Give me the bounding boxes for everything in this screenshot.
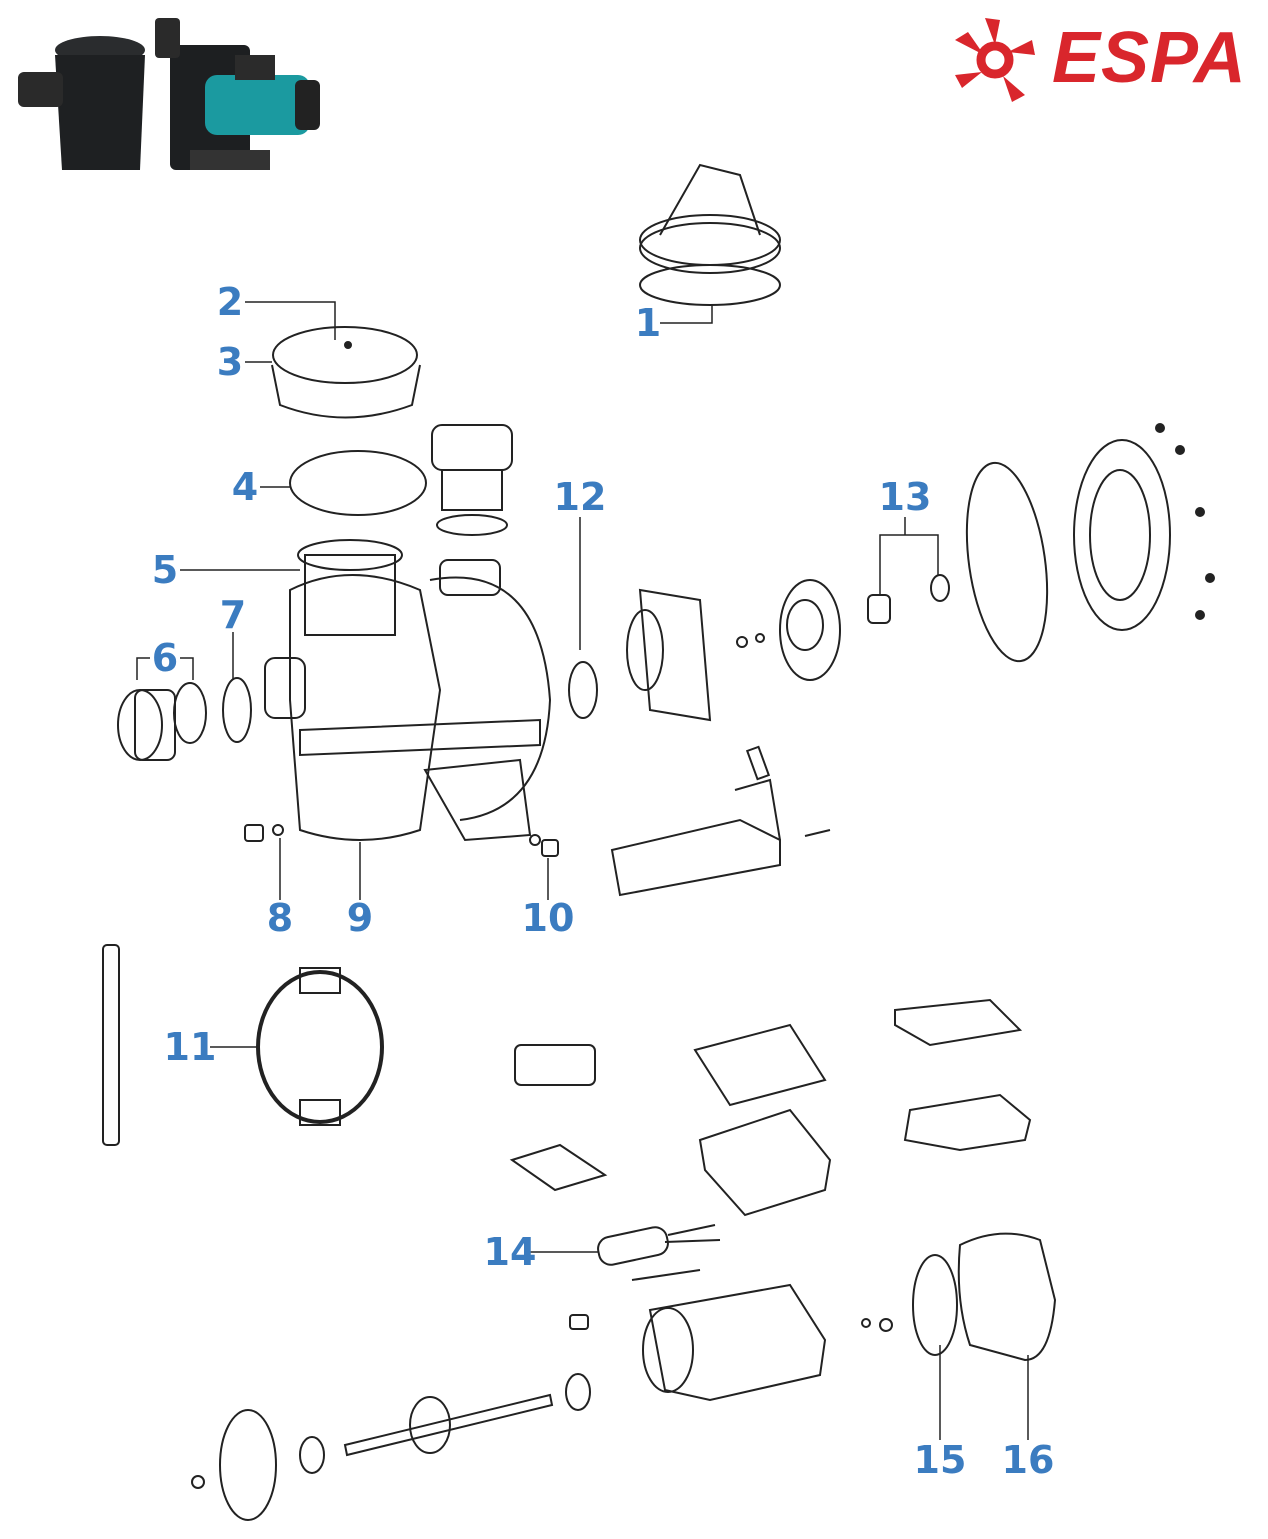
part-label-2: 2 <box>216 280 244 324</box>
part-label-15: 15 <box>913 1438 967 1482</box>
pump-photo <box>18 18 320 170</box>
brand-logo: ESPA <box>1052 18 1247 98</box>
espa-logo-icon <box>955 18 1035 102</box>
part-label-13: 13 <box>878 475 932 519</box>
part-label-11: 11 <box>163 1025 217 1069</box>
part-label-10: 10 <box>521 896 575 940</box>
part-label-8: 8 <box>266 896 294 940</box>
leader-lines <box>136 301 1029 1440</box>
part-label-1: 1 <box>634 301 662 345</box>
part-label-5: 5 <box>151 548 179 592</box>
part-label-4: 4 <box>231 465 259 509</box>
part-label-16: 16 <box>1001 1438 1055 1482</box>
part-label-12: 12 <box>553 475 607 519</box>
part-label-6: 6 <box>151 636 179 680</box>
part-label-9: 9 <box>346 896 374 940</box>
part-label-7: 7 <box>219 593 247 637</box>
part-label-14: 14 <box>483 1230 537 1274</box>
part-label-3: 3 <box>216 340 244 384</box>
